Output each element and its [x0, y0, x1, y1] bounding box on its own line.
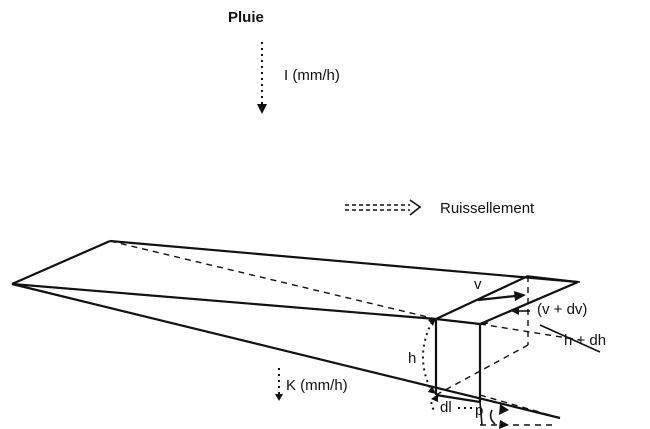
- depth-brace-top-arrow: [428, 318, 436, 326]
- slope-vertical-line: [479, 401, 483, 426]
- velocity-label: v: [474, 276, 482, 293]
- infiltration-label: K (mm/h): [286, 377, 348, 394]
- depth-brace: [422, 321, 433, 393]
- depth-brace-bottom-arrow: [428, 386, 436, 394]
- runoff-legend-label: Ruissellement: [440, 200, 535, 217]
- slope-label: p: [475, 402, 483, 419]
- infiltration-arrowhead: [275, 394, 283, 401]
- flow-element-prism: [434, 275, 601, 404]
- velocity-arrowhead: [514, 291, 526, 301]
- slope-arrowhead-bottom: [499, 420, 509, 429]
- runoff-legend-arrow: [345, 199, 422, 216]
- velocity-arrow-line: [477, 294, 516, 302]
- depth-next-label: h + dh: [564, 332, 606, 349]
- outflow-arrowhead: [511, 307, 519, 315]
- slope-arrowhead-top: [499, 404, 509, 415]
- rain-arrowhead: [257, 104, 267, 114]
- rain-label: Pluie: [228, 9, 264, 26]
- slope-angle-arc: [489, 409, 496, 425]
- rain-intensity-label: I (mm/h): [284, 67, 340, 84]
- velocity-next-label: (v + dv): [537, 301, 587, 318]
- depth-label: h: [408, 350, 416, 367]
- length-brace-arrow: [431, 394, 438, 402]
- length-element-label: dl: [440, 399, 452, 416]
